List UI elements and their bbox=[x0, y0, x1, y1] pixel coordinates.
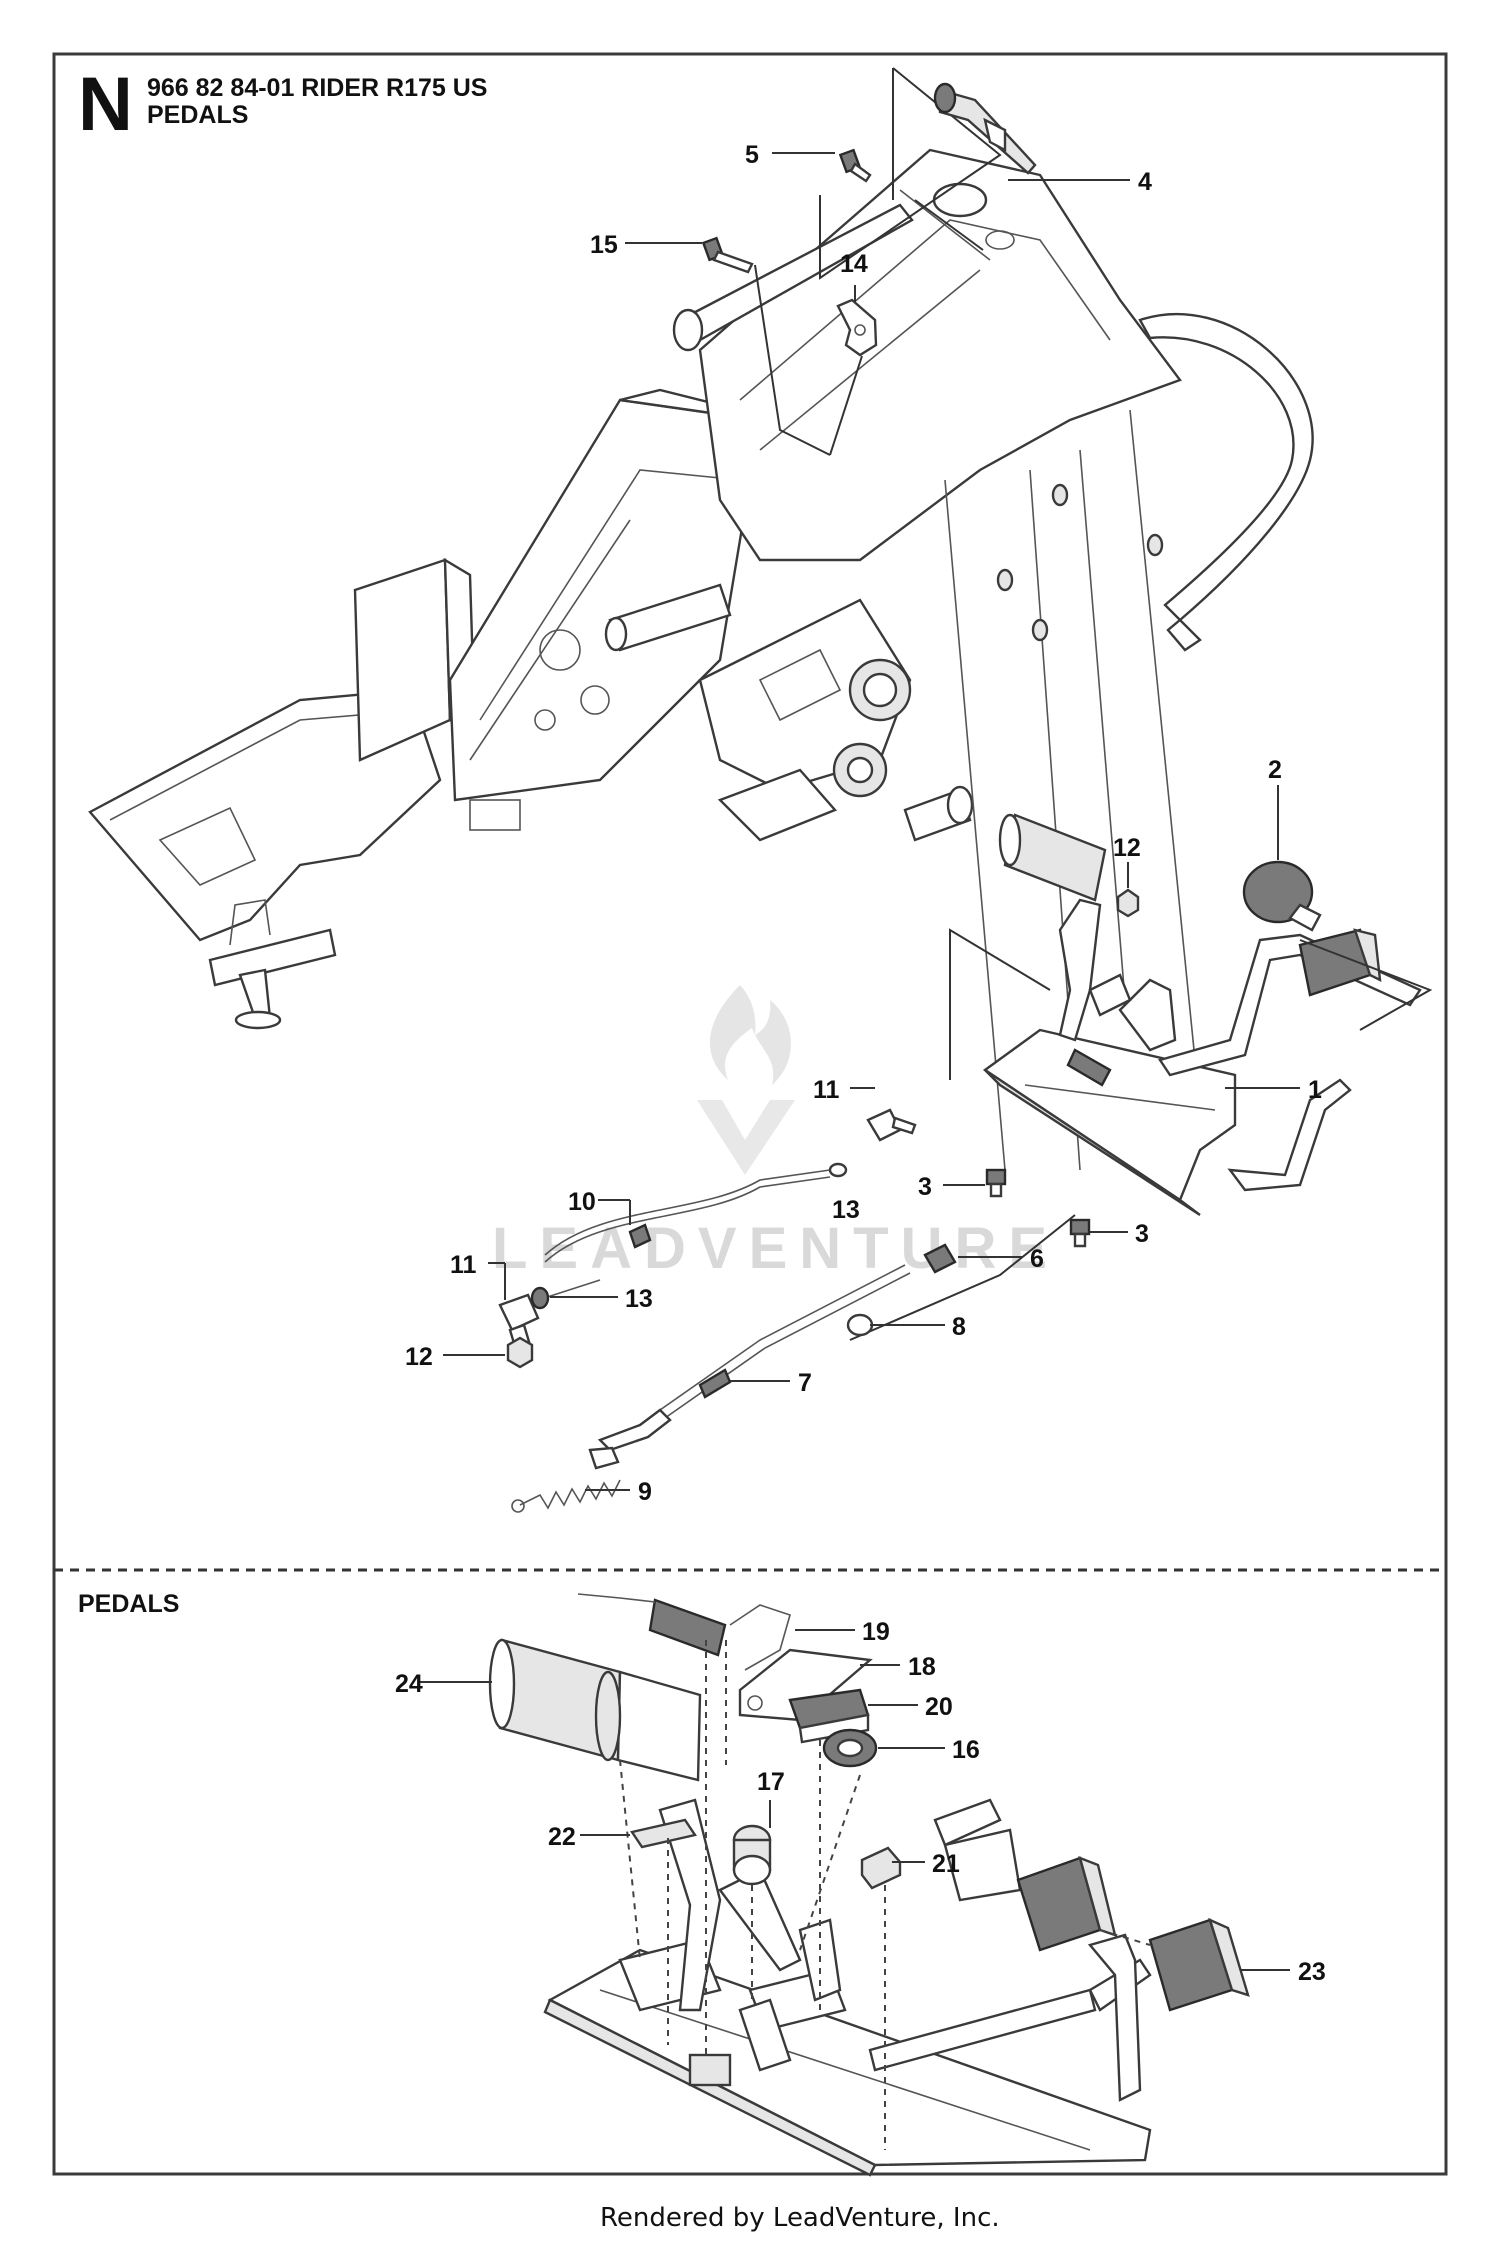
part-12-nut-top bbox=[1116, 888, 1140, 918]
callout-22: 22 bbox=[548, 1823, 576, 1851]
part-21-clip bbox=[860, 1846, 902, 1890]
part-19-spring bbox=[577, 1593, 791, 1671]
callout-21: 21 bbox=[932, 1850, 960, 1878]
part-7-cable bbox=[588, 1264, 911, 1470]
callout-4: 4 bbox=[1138, 168, 1152, 196]
part-20-block bbox=[788, 1688, 870, 1744]
part-16-bushing bbox=[822, 1728, 878, 1768]
part-17-roller bbox=[732, 1824, 772, 1886]
model-title: 966 82 84-01 RIDER R175 US bbox=[147, 74, 487, 102]
part-14-clip bbox=[836, 298, 878, 357]
render-credit: Rendered by LeadVenture, Inc. bbox=[600, 2203, 1000, 2233]
pedal-detail-assembly bbox=[543, 1798, 1152, 2177]
part-12-nut-bottom bbox=[506, 1336, 534, 1369]
part-10-cable bbox=[544, 1162, 848, 1263]
detail-title: PEDALS bbox=[78, 1590, 179, 1618]
part-18-bracket bbox=[738, 1648, 873, 1722]
section-letter: N bbox=[78, 62, 133, 147]
part-8-clip bbox=[846, 1313, 874, 1337]
part-24-pedal-cover bbox=[488, 1638, 702, 1782]
callout-14: 14 bbox=[840, 250, 868, 278]
bracket-line-13 bbox=[849, 1214, 1076, 1341]
callout-3-right: 3 bbox=[1135, 1220, 1149, 1248]
assembly-leaders-top bbox=[754, 264, 1196, 1171]
callout-19: 19 bbox=[862, 1618, 890, 1646]
callout-11-top: 11 bbox=[813, 1076, 840, 1104]
part-5-bolt bbox=[838, 148, 872, 183]
callout-18: 18 bbox=[908, 1653, 936, 1681]
callout-9: 9 bbox=[638, 1478, 652, 1506]
part-9-spring bbox=[511, 1479, 621, 1513]
part-3-bolt-left bbox=[985, 1168, 1007, 1198]
callout-24: 24 bbox=[395, 1670, 423, 1698]
rider-frame bbox=[88, 148, 1314, 1030]
section-title: PEDALS bbox=[147, 101, 248, 129]
callout-13-top: 13 bbox=[832, 1196, 860, 1224]
callout-7: 7 bbox=[798, 1369, 812, 1397]
callout-12-bottom: 12 bbox=[405, 1343, 433, 1371]
part-2-knob bbox=[1242, 860, 1322, 932]
detail-assembly-lines bbox=[619, 1640, 886, 2150]
part-11-rod-end-top bbox=[866, 1108, 917, 1142]
part-6-spring bbox=[923, 1243, 957, 1274]
part-13-washer-left bbox=[530, 1286, 550, 1310]
watermark-logo bbox=[697, 985, 795, 1175]
callout-15: 15 bbox=[590, 231, 618, 259]
callout-5: 5 bbox=[745, 141, 759, 169]
diagram-border bbox=[52, 52, 1448, 2176]
part-4-latch bbox=[933, 82, 1037, 175]
callout-6: 6 bbox=[1030, 1245, 1044, 1273]
callout-2: 2 bbox=[1268, 756, 1282, 784]
pedal-assembly-top bbox=[949, 813, 1433, 1217]
callout-10: 10 bbox=[568, 1188, 596, 1216]
callout-20: 20 bbox=[925, 1693, 953, 1721]
callout-16: 16 bbox=[952, 1736, 980, 1764]
callouts-top: 4 5 15 14 2 12 1 11 3 3 10 13 6 11 13 8 bbox=[405, 141, 1322, 1506]
part-11-rod-end-bottom bbox=[498, 1279, 601, 1352]
part-22-plate bbox=[630, 1818, 697, 1849]
callout-3-left: 3 bbox=[918, 1173, 932, 1201]
callout-11-bottom: 11 bbox=[450, 1251, 477, 1279]
part-15-bolt bbox=[701, 236, 754, 274]
watermark-text: LEADVENTURE bbox=[492, 1216, 1059, 1281]
callout-13-bottom: 13 bbox=[625, 1285, 653, 1313]
callout-12-top: 12 bbox=[1113, 834, 1141, 862]
callouts-bottom: 19 18 24 20 16 17 22 21 23 bbox=[395, 1618, 1326, 1986]
callout-17: 17 bbox=[757, 1768, 785, 1796]
callout-23: 23 bbox=[1298, 1958, 1326, 1986]
part-23-pedal-pad bbox=[1016, 1856, 1250, 2012]
callout-1: 1 bbox=[1308, 1076, 1322, 1104]
callout-8: 8 bbox=[952, 1313, 966, 1341]
part-3-bolt-right bbox=[1069, 1218, 1091, 1248]
